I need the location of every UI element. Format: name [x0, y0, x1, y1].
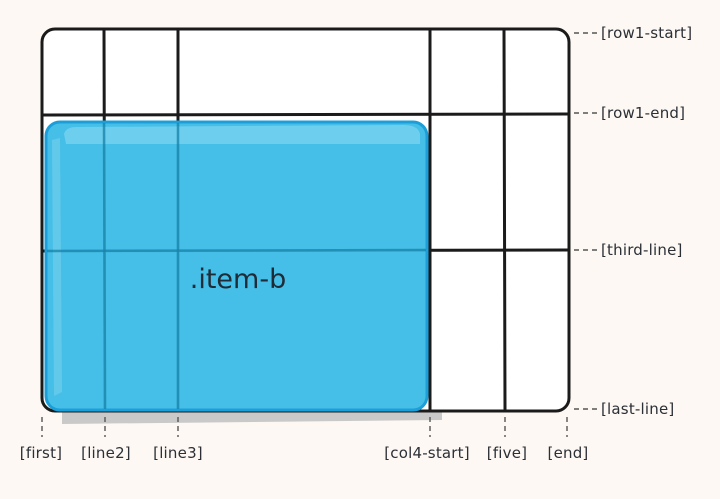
- row-label-row1-start: [row1-start]: [601, 24, 692, 42]
- item-b-highlight: [64, 125, 420, 144]
- column-line-5: [502, 28, 507, 412]
- column-label-line3: [line3]: [153, 444, 203, 462]
- column-label-line2: [line2]: [81, 444, 131, 462]
- item-b-left-highlight: [52, 138, 62, 396]
- column-label-leaders: [41, 417, 568, 437]
- item-b-label: .item-b: [190, 264, 286, 295]
- item-b: .item-b: [44, 120, 429, 412]
- column-label-end: [end]: [548, 444, 589, 462]
- row-line-3-through-item: [46, 248, 427, 253]
- row-label-third-line: [third-line]: [601, 241, 683, 259]
- row-label-row1-end: [row1-end]: [601, 104, 685, 122]
- column-label-col4-start: [col4-start]: [384, 444, 470, 462]
- column-label-first: [first]: [20, 444, 62, 462]
- row-label-leaders: [574, 32, 597, 410]
- column-label-five: [five]: [487, 444, 527, 462]
- row-label-last-line: [last-line]: [601, 400, 674, 418]
- column-line-2-through-item: [102, 122, 107, 410]
- item-b-box: [44, 120, 429, 412]
- row-line-2: [41, 112, 570, 117]
